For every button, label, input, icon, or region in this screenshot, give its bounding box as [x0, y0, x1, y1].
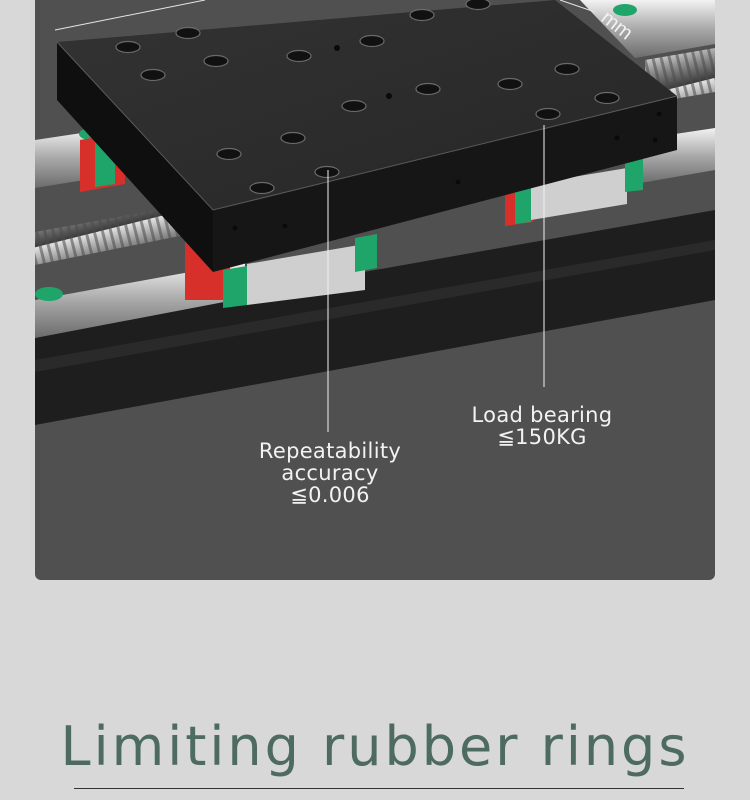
repeatability-value: ≦0.006 [290, 483, 370, 507]
repeatability-callout: Repeatability accuracy ≦0.006 [240, 440, 420, 506]
section-divider [74, 788, 684, 789]
repeatability-label: Repeatability [258, 439, 402, 463]
repeatability-label-2: accuracy [281, 461, 379, 485]
load-bearing-value: ≦150KG [497, 425, 587, 449]
load-bearing-callout: Load bearing ≦150KG [457, 404, 627, 448]
ball-screw-left [35, 205, 185, 265]
section-title: Limiting rubber rings [60, 715, 690, 778]
linear-stage-illustration: mm [35, 0, 715, 432]
product-image-panel: mm Repeatability accuracy ≦0.006 Load be… [35, 0, 715, 580]
load-bearing-label: Load bearing [471, 403, 613, 427]
base-body [35, 210, 715, 425]
mounting-holes [115, 0, 620, 195]
carriage-plate [56, 0, 678, 272]
